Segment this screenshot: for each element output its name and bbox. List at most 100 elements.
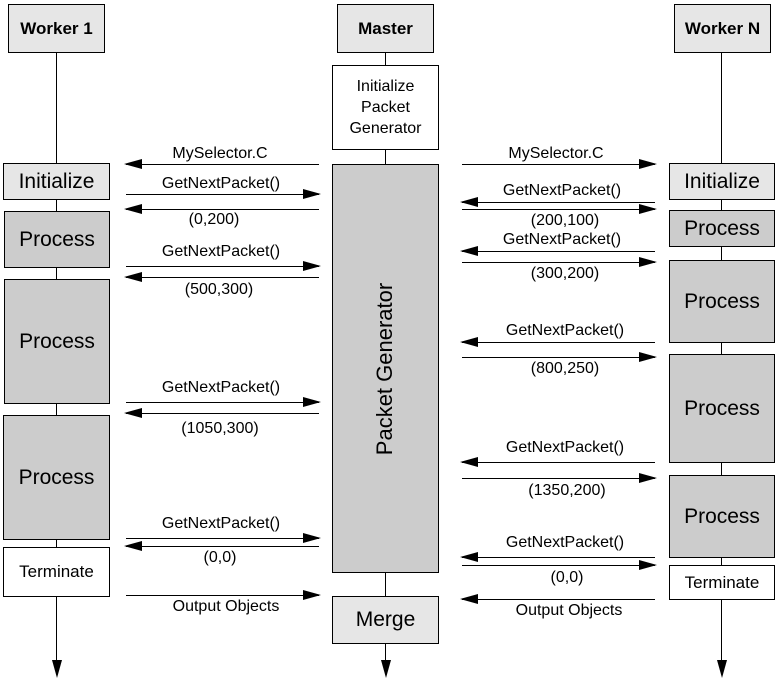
message-label: (0,0) [550,569,584,586]
message-label: GetNextPacket() [161,379,281,396]
message-label: (0,0) [203,549,237,566]
message-label: GetNextPacket() [505,534,625,551]
arrowhead-right-icon [639,257,657,267]
participant-worker1: Worker 1 [8,4,105,53]
message-arrow [462,159,657,169]
master-initialize-packet-generator: Initialize Packet Generator [332,65,439,150]
message-arrow [460,246,655,256]
message-arrow [460,197,655,207]
message-arrow [462,352,657,362]
arrowhead-right-icon [639,560,657,570]
message-label: GetNextPacket() [502,182,622,199]
arrowhead-left-icon [460,197,478,207]
participant-label: Worker N [684,18,761,38]
activity-label: Initialize [684,169,760,193]
arrowhead-right-icon [639,159,657,169]
message-arrow [460,457,655,467]
arrowhead-right-icon [303,261,321,271]
activity-label: Process [684,289,760,313]
arrowhead-right-icon [303,189,321,199]
worker1-process: Process [4,279,110,404]
activity-label: Terminate [684,572,760,592]
message-arrow [126,189,321,199]
activity-label: Process [19,227,95,251]
message-arrow [462,204,657,214]
message-label: Output Objects [515,602,623,619]
arrowhead-right-icon [639,473,657,483]
message-arrow [462,560,657,570]
message-label: MySelector.C [508,145,604,162]
message-label: (1050,300) [181,420,259,437]
activity-label: Process [19,329,95,353]
arrowhead-left-icon [124,159,142,169]
message-label: GetNextPacket() [502,231,622,248]
activity-label: Initialize [356,78,415,95]
message-label: GetNextPacket() [161,515,281,532]
activity-label: Process [18,465,95,489]
workerN-process: Process [669,260,775,343]
activity-label: Packet Generator [372,282,398,455]
message-label: Output Objects [172,598,280,615]
message-label: (800,250) [530,360,600,377]
arrowhead-left-icon [124,541,142,551]
participant-master: Master [337,4,434,53]
master-packet-generator: Packet Generator [332,164,439,573]
arrowhead-right-icon [303,590,321,600]
arrowhead-left-icon [460,594,478,604]
workerN-process: Process [669,475,775,558]
message-arrow [460,594,655,604]
workerN-terminate: Terminate [669,565,775,600]
message-label: GetNextPacket() [161,243,281,260]
message-arrow [124,204,319,214]
workerN-initialize: Initialize [669,163,775,200]
message-arrow [126,533,321,543]
activity-label: Merge [355,608,416,631]
message-arrow [124,272,319,282]
worker1-terminate: Terminate [3,547,110,597]
arrowhead-right-icon [639,352,657,362]
arrowhead-left-icon [460,457,478,467]
workerN-process: Process [669,354,775,463]
message-label: GetNextPacket() [161,175,281,192]
message-arrow [124,408,319,418]
activity-label: Process [684,216,760,240]
arrowhead-right-icon [639,204,657,214]
arrowhead-left-icon [460,246,478,256]
activity-label: Packet [361,99,410,116]
message-arrow [460,337,655,347]
participant-label: Master [358,18,413,38]
message-arrow [126,261,321,271]
workerN-end-arrow [717,660,727,678]
worker1-end-arrow [52,660,62,678]
message-label: (300,200) [530,265,600,282]
activity-label: Initialize [18,169,95,193]
activity-label: Process [684,396,760,420]
message-label: (0,200) [188,211,240,228]
master-end-arrow [381,660,391,678]
arrowhead-left-icon [460,552,478,562]
message-arrow [124,541,319,551]
message-arrow [462,473,657,483]
worker1-initialize: Initialize [3,163,110,200]
worker1-process: Process [4,211,110,268]
arrowhead-right-icon [303,533,321,543]
activity-label: Generator [349,120,422,137]
arrowhead-left-icon [124,272,142,282]
master-merge: Merge [332,596,439,644]
message-label: GetNextPacket() [505,439,625,456]
message-arrow [462,257,657,267]
participant-label: Worker 1 [20,18,93,38]
worker1-process: Process [3,415,110,540]
arrowhead-left-icon [460,337,478,347]
activity-label: Terminate [19,562,94,581]
message-arrow [126,590,321,600]
message-label: (200,100) [530,212,600,229]
message-arrow [124,159,319,169]
message-label: (1350,200) [528,482,606,499]
message-label: MySelector.C [172,145,268,162]
arrowhead-left-icon [124,408,142,418]
workerN-process: Process [669,210,775,247]
message-label: GetNextPacket() [505,322,625,339]
message-arrow [460,552,655,562]
arrowhead-right-icon [303,397,321,407]
